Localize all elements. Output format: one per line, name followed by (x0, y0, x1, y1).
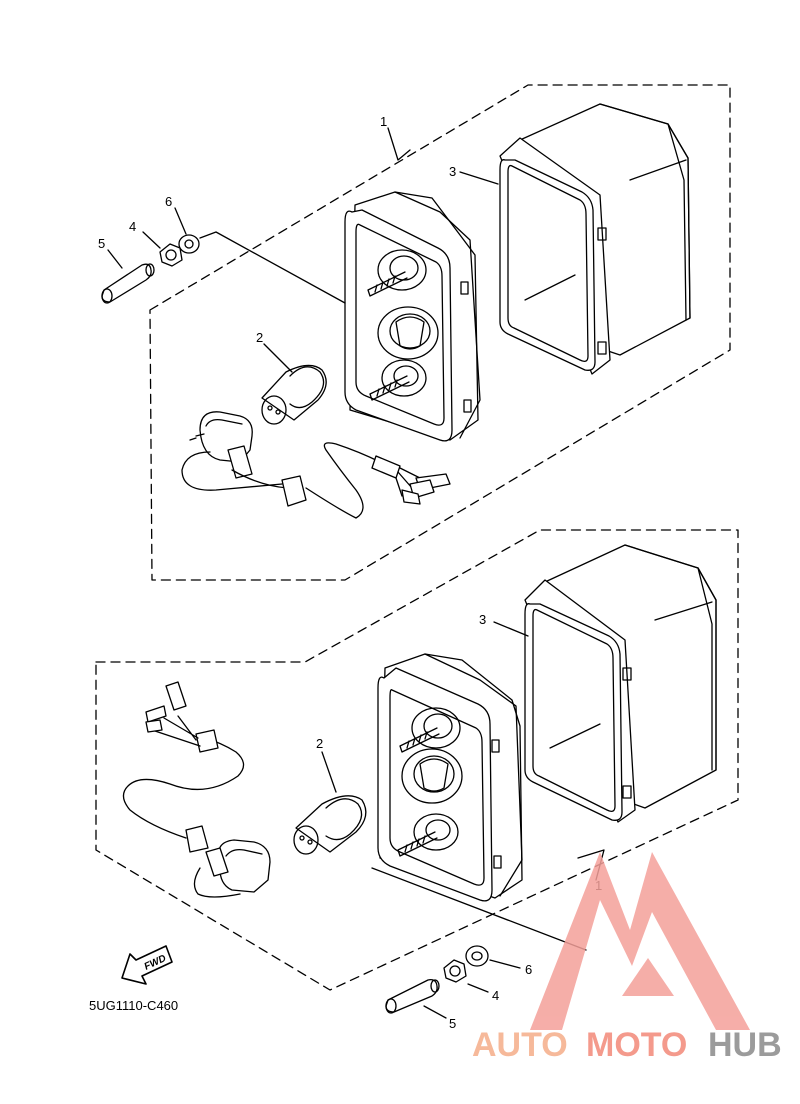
upper-socket-harness (181, 411, 451, 519)
lower-assembly (95, 529, 739, 1019)
lower-bulb (293, 795, 367, 855)
callout-upper-3: 3 (449, 164, 456, 179)
upper-leader-4 (142, 231, 161, 249)
callout-lower-2: 2 (316, 736, 323, 751)
lower-leader-2 (321, 751, 337, 793)
upper-leader-2 (263, 343, 293, 373)
upper-bulb (261, 364, 327, 425)
watermark-word-auto: AUTO (472, 1026, 568, 1064)
upper-leader-3 (459, 171, 499, 185)
watermark-logo (530, 852, 750, 1030)
watermark-word-moto: MOTO (586, 1026, 687, 1064)
lower-socket-harness (122, 681, 271, 898)
upper-fasteners (101, 231, 346, 304)
lower-leader-3 (493, 621, 529, 637)
callout-lower-3: 3 (479, 612, 486, 627)
lower-leader-4 (467, 983, 489, 993)
callout-upper-2: 2 (256, 330, 263, 345)
upper-assembly (101, 84, 731, 581)
upper-leader-6 (174, 207, 187, 235)
callout-upper-4: 4 (129, 219, 136, 234)
part-code: 5UG1110-C460 (89, 998, 178, 1013)
upper-lens (499, 103, 691, 375)
lower-fasteners (385, 945, 489, 1014)
upper-leader-1 (387, 127, 411, 161)
lower-leader-6 (489, 959, 521, 969)
callout-lower-4: 4 (492, 988, 499, 1003)
callout-lower-5: 5 (449, 1016, 456, 1031)
lower-lens (524, 544, 717, 823)
callout-upper-1: 1 (380, 114, 387, 129)
callout-lower-6: 6 (525, 962, 532, 977)
lower-housing (371, 653, 587, 951)
fwd-arrow-icon (121, 945, 173, 985)
watermark-word-hub: HUB (708, 1026, 782, 1064)
callout-upper-5: 5 (98, 236, 105, 251)
upper-leader-5 (107, 249, 123, 269)
upper-dashed-boundary (149, 84, 731, 581)
watermark-text: AUTO MOTO HUB (472, 1026, 782, 1064)
upper-housing (344, 191, 481, 442)
callout-upper-6: 6 (165, 194, 172, 209)
lower-leader-5 (423, 1005, 447, 1019)
lower-dashed-boundary (95, 529, 739, 991)
